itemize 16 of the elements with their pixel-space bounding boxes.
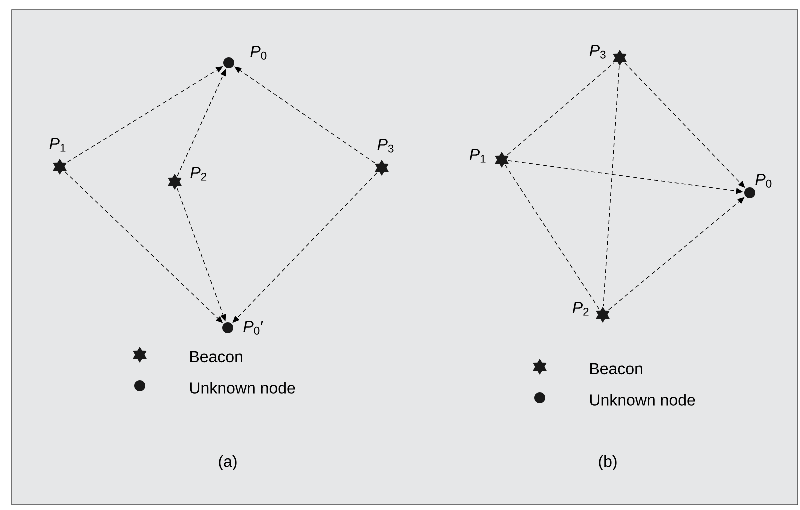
point-label: P$_{0}$ xyxy=(756,174,772,188)
point-label: P$_{3}$ xyxy=(590,45,606,59)
legend-text: Unknown node xyxy=(190,382,296,394)
point-label: P$_{2}$ xyxy=(572,302,589,316)
arrow xyxy=(234,66,376,164)
point-label: P$_{0}$ xyxy=(250,46,267,60)
point-label: P$_{3}$ xyxy=(378,139,394,153)
point-label: P$_{1}$ xyxy=(50,138,66,152)
point-label: P$_{2}$ xyxy=(190,167,207,181)
legend-text: Unknown node xyxy=(590,394,696,406)
panel-label: (b) xyxy=(599,456,617,470)
legend-text: Beacon xyxy=(190,351,242,363)
panel-label: (a) xyxy=(219,456,237,470)
legend-text: Beacon xyxy=(590,363,642,375)
point-label: P$_{0}$′ xyxy=(244,321,264,335)
point-label: P$_{1}$ xyxy=(470,149,486,163)
